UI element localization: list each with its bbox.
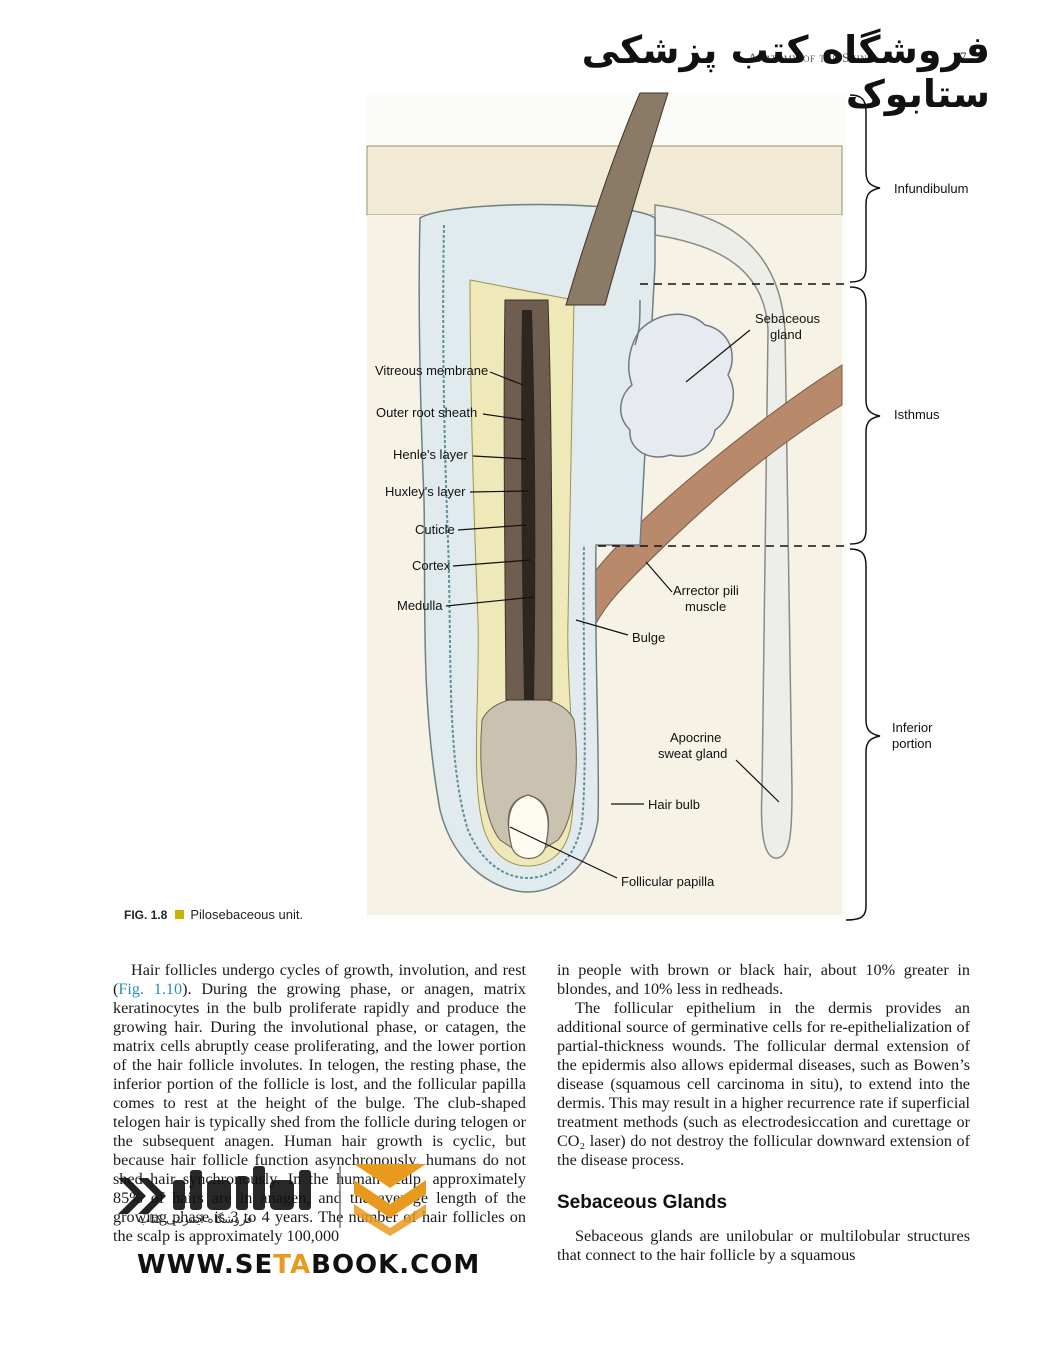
logo-chevrons-icon [118, 1178, 166, 1214]
label-outer-root-sheath: Outer root sheath [376, 405, 477, 420]
label-apocrine-1: Apocrine [670, 730, 721, 745]
label-vitreous-membrane: Vitreous membrane [375, 363, 488, 378]
sebaceous-duct [634, 299, 641, 346]
apocrine-duct [654, 204, 793, 859]
label-bulge: Bulge [632, 630, 665, 645]
leader-lines [445, 329, 780, 879]
label-arrector-2: muscle [685, 599, 726, 614]
figure-caption: FIG. 1.8 Pilosebaceous unit. [124, 907, 303, 922]
body-column-left: Hair follicles undergo cycles of growth,… [113, 961, 526, 1246]
hair-medulla [521, 310, 536, 700]
figure-number: FIG. 1.8 [124, 908, 168, 922]
caption-marker [175, 910, 185, 919]
vitreous-layer [442, 224, 586, 880]
label-inferior-1: Inferior [892, 720, 933, 735]
label-infundibulum: Infundibulum [894, 181, 968, 196]
section-heading: Sebaceous Glands [557, 1192, 728, 1213]
store-watermark-title: فروشگاه کتب پزشکی ستابوک [581, 28, 990, 116]
follicular-papilla [507, 794, 549, 860]
label-cortex: Cortex [412, 558, 451, 573]
watermark-subtitle: فروشگاه اینترنتی کتاب [138, 1212, 253, 1226]
label-apocrine-2: sweat gland [658, 746, 727, 761]
brace-infundibulum [849, 94, 881, 283]
label-hair-bulb: Hair bulb [648, 797, 700, 812]
label-sebaceous-2: gland [770, 327, 802, 342]
figure-link[interactable]: Fig. 1.10 [118, 980, 183, 998]
sebaceous-gland [620, 313, 735, 458]
label-henles-layer: Henle's layer [393, 447, 468, 462]
label-arrector-1: Arrector pili [673, 583, 739, 598]
hair-above-skin [565, 92, 669, 306]
paragraph-follicular-epithelium: The follicular epithelium in the dermis … [557, 999, 970, 1169]
label-medulla: Medulla [397, 598, 443, 613]
setabook-logo [118, 1164, 426, 1236]
logo-shield-icon [354, 1164, 426, 1236]
paragraph-hair-cycle: Hair follicles undergo cycles of growth,… [113, 961, 526, 1245]
brace-isthmus [849, 286, 881, 545]
paragraph-continuation: in people with brown or black hair, abou… [557, 961, 970, 998]
label-isthmus: Isthmus [894, 407, 940, 422]
body-column-right-section: Sebaceous glands are unilobular or multi… [557, 1227, 970, 1265]
logo-wordmark-icon [173, 1166, 311, 1210]
body-column-right: in people with brown or black hair, abou… [557, 961, 970, 1170]
label-inferior-2: portion [892, 736, 932, 751]
pilosebaceous-figure: Vitreous membrane Outer root sheath Henl… [366, 92, 968, 921]
label-follicular-papilla: Follicular papilla [621, 874, 715, 889]
figure-caption-text: Pilosebaceous unit. [190, 907, 304, 922]
page-number: 7 [960, 49, 967, 64]
label-sebaceous-1: Sebaceous [755, 311, 821, 326]
label-cuticle: Cuticle [415, 522, 455, 537]
running-head-text: Anatomy of the Skin [748, 50, 868, 65]
label-huxleys-layer: Huxley's layer [385, 484, 466, 499]
brace-inferior [845, 548, 881, 921]
paragraph-sebaceous: Sebaceous glands are unilobular or multi… [557, 1227, 970, 1264]
watermark-url: WWW.SETABOOK.COM [137, 1250, 481, 1280]
